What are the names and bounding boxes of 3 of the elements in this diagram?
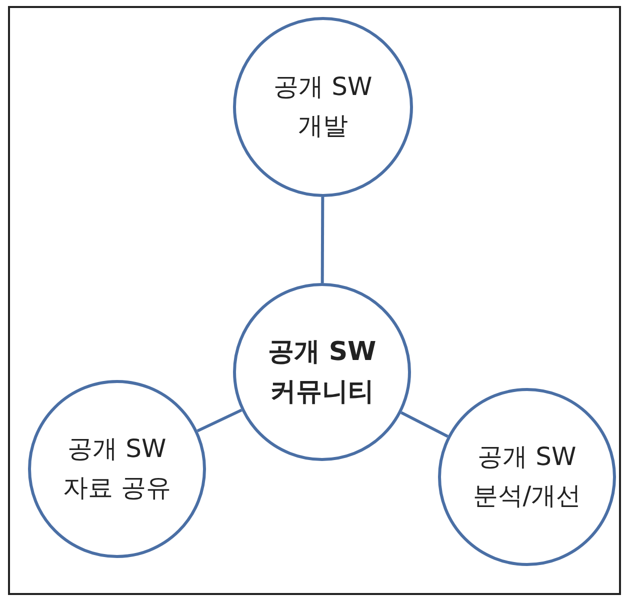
connector-line (320, 197, 324, 283)
connector-line (400, 411, 448, 438)
connector-line (196, 408, 242, 432)
